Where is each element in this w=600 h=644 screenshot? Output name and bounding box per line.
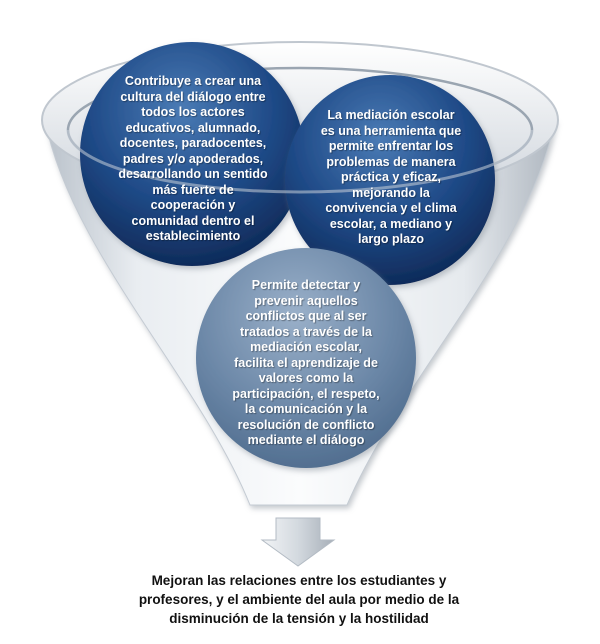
conclusion-text: Mejoran las relaciones entre los estudia…: [138, 573, 460, 626]
funnel-rim-overlay: [66, 129, 534, 194]
circle-right: [285, 75, 495, 285]
down-arrow-icon: [260, 517, 336, 567]
circle-top-left: [80, 42, 304, 266]
circle-top-left-text: Contribuye a crear una cultura del diálo…: [118, 74, 268, 243]
circle-bottom: [196, 248, 416, 468]
circle-right-text: La mediación escolar es una herramienta …: [320, 108, 462, 246]
circle-bottom-text: Permite detectar y prevenir aquellos con…: [232, 278, 380, 447]
